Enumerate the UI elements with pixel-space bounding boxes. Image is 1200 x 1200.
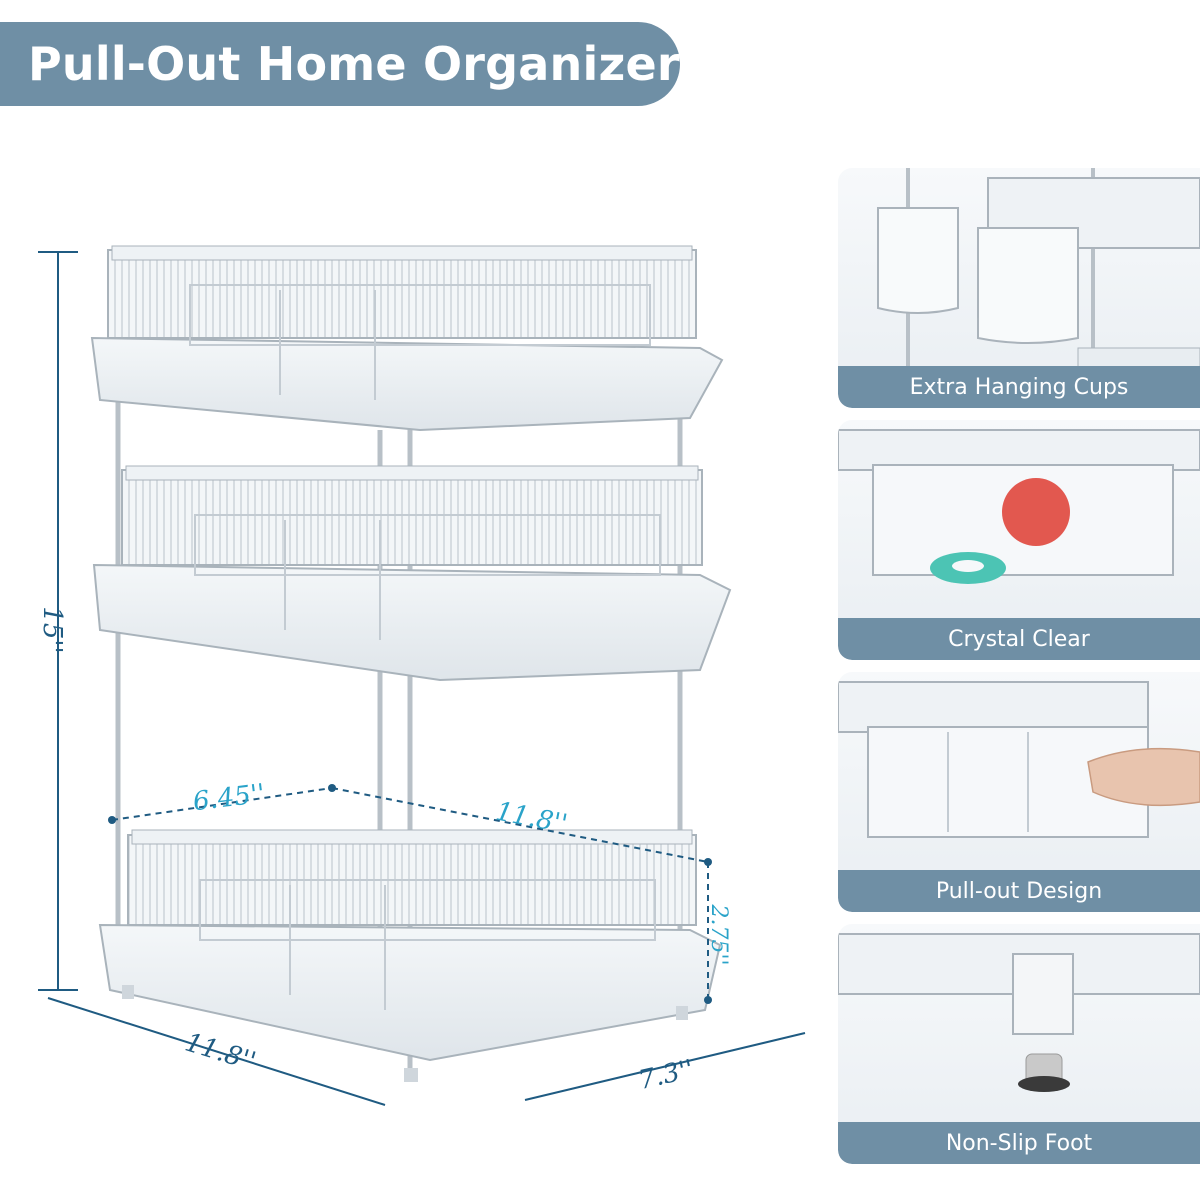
middle-tier (92, 465, 732, 682)
bottom-depth-label: 7.3'' (636, 1054, 697, 1096)
height-label: 15'' (37, 606, 67, 653)
bottom-tier (98, 829, 722, 1082)
pull-out-hand-photo (838, 681, 1200, 838)
feature-panel-pull-out: Pull-out Design (838, 672, 1200, 912)
feature-caption: Pull-out Design (838, 870, 1200, 912)
basket-width-label: 6.45'' (191, 779, 266, 818)
feature-panel-hanging-cups: Extra Hanging Cups (838, 168, 1200, 408)
top-tier (90, 245, 724, 432)
clear-basket-photo (838, 429, 1200, 584)
dimension-lines (38, 251, 806, 1106)
product-illustration: 15'' 11.8'' 7.3'' 6.45'' 11.8'' 2.75'' (37, 245, 806, 1106)
feature-caption: Extra Hanging Cups (838, 366, 1200, 408)
feature-caption: Crystal Clear (838, 618, 1200, 660)
hanging-cups-photo (877, 168, 1200, 369)
feature-panel-non-slip: Non-Slip Foot (838, 924, 1200, 1164)
non-slip-foot-photo (838, 933, 1200, 1092)
title-banner: Pull-Out Home Organizer (0, 22, 680, 106)
bottom-width-label: 11.8'' (181, 1027, 259, 1077)
feature-caption: Non-Slip Foot (838, 1122, 1200, 1164)
feature-panel-crystal-clear: Crystal Clear (838, 420, 1200, 660)
page-title: Pull-Out Home Organizer (28, 37, 680, 91)
basket-height-label: 2.75'' (706, 903, 731, 965)
